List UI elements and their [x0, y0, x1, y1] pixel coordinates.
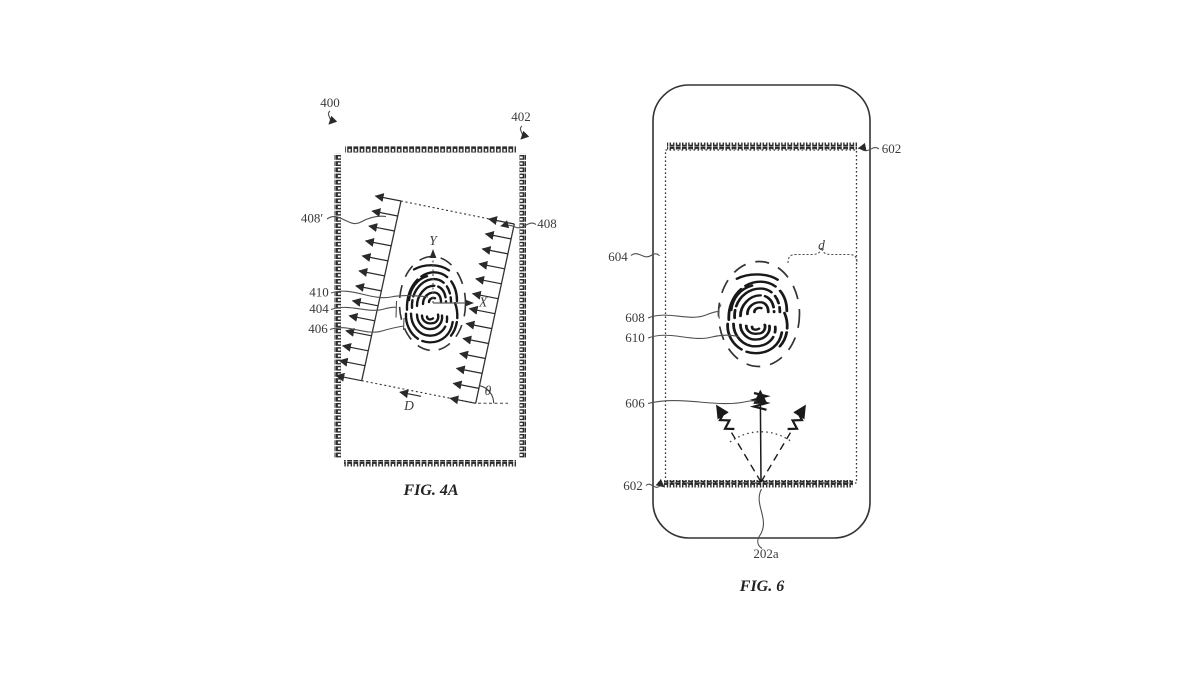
leader-402 — [519, 125, 530, 140]
fig6-leader-lines — [630, 142, 880, 549]
transducer-array-bottom — [664, 480, 853, 488]
leader-608 — [647, 310, 720, 319]
beam-wave-symbol-left — [718, 411, 735, 431]
y-axis-arrowhead — [429, 249, 437, 258]
leader-400 — [327, 110, 338, 125]
fig4a-caption: FIG. 4A — [402, 482, 458, 499]
fig6-caption: FIG. 6 — [739, 578, 784, 595]
label-axis-x: X — [478, 295, 488, 310]
leader-408 — [500, 220, 537, 229]
theta-angle-detail — [478, 385, 508, 404]
leader-404 — [330, 306, 397, 311]
leader-610 — [647, 334, 740, 339]
beam-arrow-left-dashed — [729, 429, 762, 483]
beam-wave-symbol-right — [787, 411, 804, 431]
beam-arrow-vertical — [753, 389, 768, 483]
leader-408-prime — [326, 215, 387, 225]
beam-arrowhead-left — [716, 404, 729, 420]
transducer-array-bottom — [344, 460, 516, 467]
label-408: 408 — [537, 216, 557, 231]
label-scan-direction: D — [403, 398, 414, 413]
distance-brace — [787, 247, 858, 264]
phone-outline — [652, 84, 871, 539]
beam-arrow-right-dashed — [760, 429, 793, 483]
sensing-area-boundary — [664, 149, 858, 484]
label-axis-y: Y — [429, 233, 438, 248]
xy-axes — [429, 249, 474, 307]
leader-202a — [757, 488, 765, 549]
leader-604 — [630, 253, 660, 258]
scan-beam-arrows-left — [335, 193, 402, 382]
label-distance-d: d — [818, 238, 825, 253]
label-610: 610 — [625, 330, 645, 345]
label-602-bottom: 602 — [623, 478, 643, 493]
fig4a-leader-lines — [326, 110, 537, 333]
leader-404-tick — [395, 300, 398, 318]
fingerprint-image — [726, 273, 789, 355]
leader-602-bottom — [645, 478, 665, 488]
label-602-top: 602 — [882, 141, 902, 156]
tilted-scan-region — [361, 200, 515, 404]
beam-wave-symbol-center — [749, 391, 771, 411]
fig-4a: 400 402 408′ 408 410 404 406 Y X θ D FIG… — [301, 95, 557, 499]
label-406: 406 — [308, 321, 328, 336]
leader-606 — [647, 400, 757, 405]
acoustic-beam-arrows — [716, 389, 806, 483]
label-202a: 202a — [753, 546, 779, 561]
leader-406 — [329, 325, 405, 333]
transducer-array-top — [667, 142, 857, 150]
scan-direction-arrow — [399, 389, 422, 399]
label-608: 608 — [625, 310, 645, 325]
label-400: 400 — [320, 95, 340, 110]
label-theta: θ — [485, 383, 492, 398]
beam-angle-arc — [729, 431, 793, 443]
leader-608-tick — [717, 304, 722, 319]
beam-arrowhead-right — [793, 404, 806, 420]
transducer-array-top — [345, 146, 516, 153]
x-axis-arrowhead — [465, 299, 474, 307]
fig4a-transducer-frame — [334, 146, 526, 467]
label-402: 402 — [511, 109, 531, 124]
fingerprint-region-boundary — [717, 260, 801, 368]
label-604: 604 — [608, 249, 628, 264]
label-606: 606 — [625, 396, 645, 411]
label-404: 404 — [309, 301, 329, 316]
leader-602-top — [857, 142, 880, 152]
leader-406-tick — [402, 317, 405, 331]
scan-beam-arrows-right — [449, 216, 515, 405]
transducer-array-right — [519, 153, 526, 458]
label-408-prime: 408′ — [301, 211, 324, 226]
leader-410 — [330, 290, 429, 299]
fig-6: 602 d 604 608 610 606 602 202a FIG. 6 — [608, 84, 902, 595]
label-410: 410 — [309, 285, 329, 300]
transducer-array-left — [334, 153, 341, 458]
fingerprint-image — [404, 264, 459, 344]
